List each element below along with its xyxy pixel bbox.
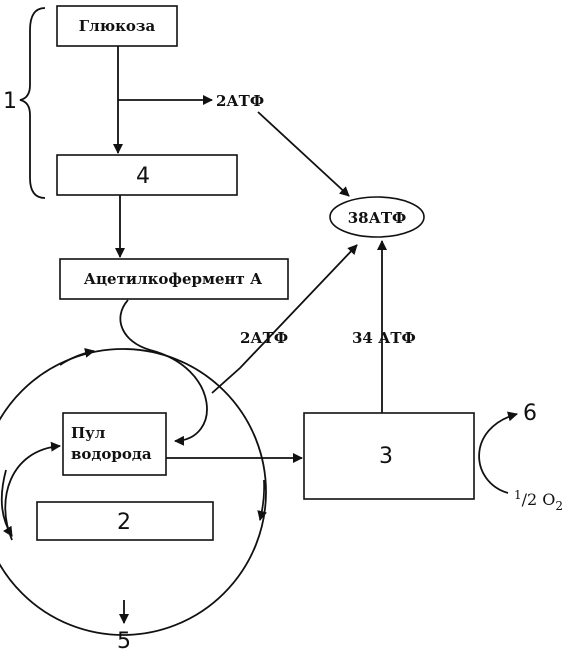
glucose-label: Глюкоза xyxy=(79,17,156,35)
label-2: 2 xyxy=(117,510,131,535)
label-3: 3 xyxy=(379,444,393,469)
glucose-box xyxy=(56,5,178,47)
label-4: 4 xyxy=(136,164,150,189)
arrow-oxygen-to-6 xyxy=(478,411,518,494)
label-1: 1 xyxy=(3,89,17,114)
hydrogen-pool-line2: водорода xyxy=(71,445,152,463)
total-atp-label: 38АТФ xyxy=(348,209,406,227)
label-5: 5 xyxy=(117,629,131,653)
label-6: 6 xyxy=(523,401,537,426)
arrow-glycolysis-atp-to-total xyxy=(257,111,350,197)
atp-glycolysis-label: 2АТФ xyxy=(216,92,264,110)
box-4 xyxy=(56,154,238,196)
total-atp-ellipse xyxy=(329,196,425,238)
krebs-cycle-circle xyxy=(0,348,267,636)
acetyl-coa-box xyxy=(59,258,289,300)
arrow-acetyl-into-cycle xyxy=(119,299,208,446)
box-2 xyxy=(36,501,214,541)
hydrogen-pool-line1: Пул xyxy=(71,424,106,442)
atp-oxidation-label: 34 АТФ xyxy=(352,329,416,347)
cycle-arrow-top xyxy=(59,347,95,366)
hydrogen-pool-box xyxy=(62,412,167,476)
oxygen-label: 1/2 O2 xyxy=(514,488,563,513)
box-3 xyxy=(303,412,475,500)
acetyl-coa-label: Ацетилкофермент А xyxy=(84,270,263,288)
atp-krebs-label: 2АТФ xyxy=(240,329,288,347)
arrow-krebs-to-total xyxy=(211,244,358,394)
stage-1-brace xyxy=(19,7,46,199)
cycle-arrow-right xyxy=(257,479,268,521)
cycle-arrow-left-bottom xyxy=(0,469,13,537)
